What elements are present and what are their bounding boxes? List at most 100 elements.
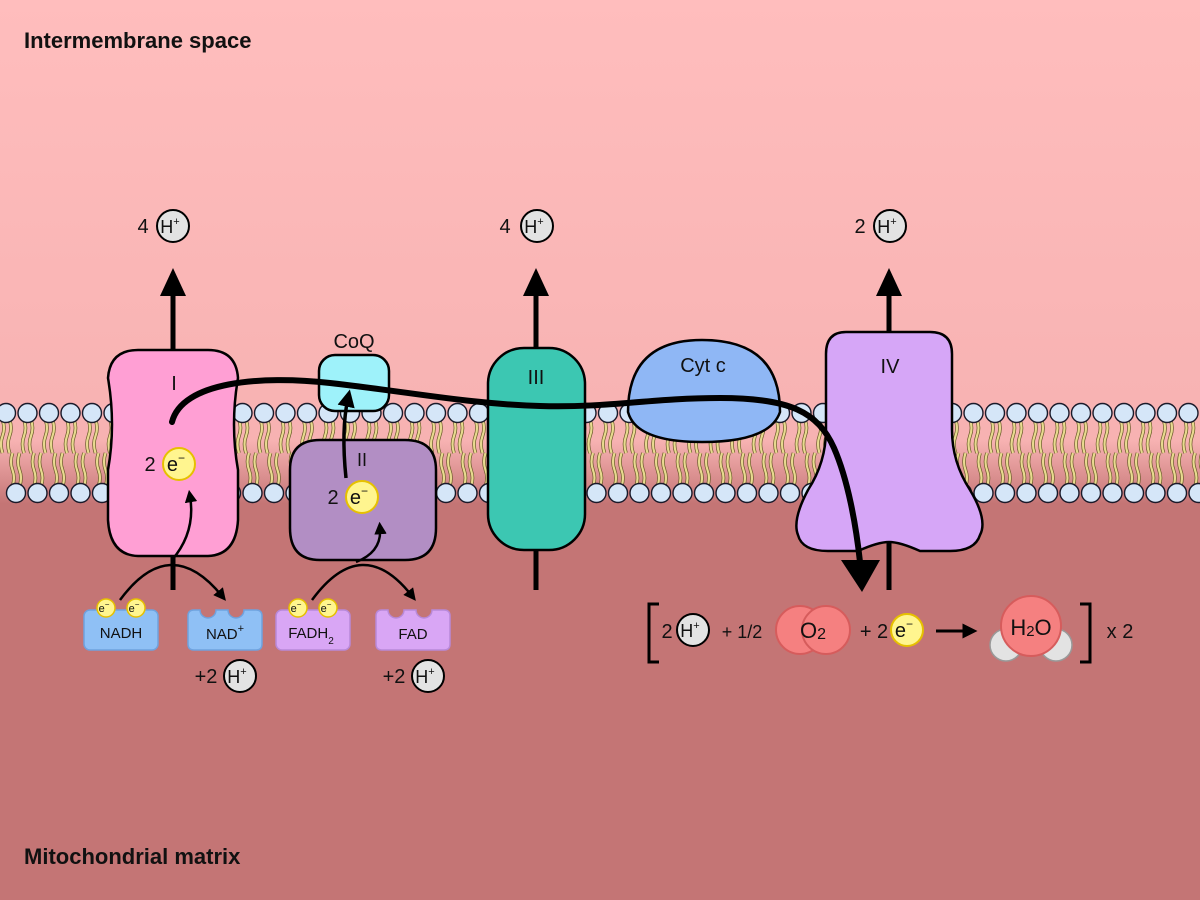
lipid-tail bbox=[71, 419, 77, 454]
lipid-tail bbox=[429, 419, 436, 454]
lipid-tail bbox=[59, 452, 66, 487]
cyt-c-body bbox=[626, 338, 782, 444]
lipid-tail bbox=[236, 419, 242, 454]
lipid-tail bbox=[81, 452, 87, 487]
lipid-tail bbox=[683, 452, 689, 487]
lipid-tail bbox=[49, 419, 56, 454]
electron-path bbox=[169, 377, 863, 565]
lipid-tail bbox=[286, 419, 292, 454]
lipid-head bbox=[1006, 402, 1027, 424]
lipid-tail bbox=[623, 419, 629, 454]
lipid-tail bbox=[253, 452, 259, 487]
lipid-head bbox=[1123, 482, 1145, 504]
fad-proton-count: +2 bbox=[383, 666, 406, 688]
svg-text:O2: O2 bbox=[800, 618, 826, 643]
lipid-head bbox=[1145, 482, 1166, 504]
svg-text:H+: H+ bbox=[227, 666, 246, 687]
lipid-tail bbox=[1139, 419, 1145, 454]
complex-i-electron: e− bbox=[162, 447, 196, 481]
lipid-tail bbox=[697, 452, 704, 487]
lipid-head bbox=[758, 482, 779, 504]
complex-iv-body bbox=[795, 330, 984, 553]
lipid-head bbox=[586, 482, 607, 504]
fad-proton-badge: H+ bbox=[411, 659, 445, 693]
lipid-head bbox=[447, 402, 468, 424]
lipid-tail bbox=[1156, 452, 1162, 487]
lipid-tail bbox=[479, 419, 486, 454]
lipid-tail bbox=[42, 419, 49, 454]
lipid-tail bbox=[482, 452, 489, 487]
lipid-head bbox=[468, 402, 490, 424]
lipid-tail bbox=[1084, 452, 1091, 487]
lipid-head bbox=[779, 482, 801, 504]
coq-arrow bbox=[337, 389, 355, 479]
fad-label: FAD bbox=[398, 626, 427, 643]
lipid-tail bbox=[654, 452, 661, 487]
lipid-head bbox=[242, 482, 263, 504]
complex-iii-label: III bbox=[528, 367, 545, 389]
lipid-head bbox=[27, 482, 48, 504]
svg-text:H+: H+ bbox=[415, 666, 434, 687]
lipid-tail bbox=[719, 452, 725, 487]
lipid-tail bbox=[28, 419, 34, 454]
reaction-plus-half: + 1/2 bbox=[722, 622, 763, 642]
nad-proton-count: +2 bbox=[195, 666, 218, 688]
lipid-tail bbox=[102, 452, 109, 487]
complex-i-proton-badge: H+ bbox=[156, 209, 190, 243]
svg-text:H+: H+ bbox=[680, 620, 699, 641]
lipid-head bbox=[425, 402, 447, 424]
lipid-tail bbox=[704, 452, 711, 487]
reaction-proton-badge: H+ bbox=[676, 613, 710, 647]
reaction-multiplier: x 2 bbox=[1107, 621, 1134, 643]
lipid-tail bbox=[1063, 452, 1069, 487]
lipid-tail bbox=[661, 452, 668, 487]
lipid-tail bbox=[974, 419, 980, 454]
lipid-tail bbox=[998, 452, 1005, 487]
complex-i-label: I bbox=[171, 373, 177, 395]
lipid-tail bbox=[31, 452, 37, 487]
lipid-tail bbox=[472, 419, 479, 454]
nadh-conversion-arrow bbox=[118, 563, 226, 601]
lipid-tail bbox=[769, 452, 775, 487]
lipid-head bbox=[435, 482, 457, 504]
lipid-tail bbox=[1048, 452, 1055, 487]
lipid-head bbox=[253, 402, 275, 424]
lipid-tail bbox=[243, 419, 249, 454]
lipid-head bbox=[1135, 402, 1156, 424]
lipid-head bbox=[736, 482, 758, 504]
reaction-bracket-right bbox=[1080, 602, 1092, 664]
lipid-head bbox=[263, 482, 285, 504]
lipid-head bbox=[715, 482, 736, 504]
lipid-tail bbox=[1038, 419, 1045, 454]
lipid-tail bbox=[6, 419, 13, 454]
fad-box bbox=[375, 609, 451, 651]
lipid-tail bbox=[21, 419, 27, 454]
complex-ii-electron-arrow bbox=[355, 521, 387, 564]
lipid-tail bbox=[726, 452, 732, 487]
lipid-tail bbox=[1005, 452, 1012, 487]
lipid-tail bbox=[611, 452, 618, 487]
lipid-tail bbox=[274, 452, 281, 487]
lipid-tail bbox=[962, 452, 969, 487]
reaction-proton-coef: 2 bbox=[661, 621, 672, 643]
lipid-tail bbox=[267, 452, 274, 487]
svg-text:H+: H+ bbox=[160, 216, 179, 237]
complex-iii-proton-badge: H+ bbox=[520, 209, 554, 243]
lipid-tail bbox=[246, 452, 252, 487]
lipid-tail bbox=[640, 452, 646, 487]
complex-ii-electron-count: 2 bbox=[327, 487, 338, 509]
fadh2-label: FADH2 bbox=[288, 625, 334, 647]
svg-text:e−: e− bbox=[129, 600, 140, 615]
reaction-electron: e− bbox=[890, 613, 924, 647]
lipid-head bbox=[973, 482, 994, 504]
nadh-electron-2: e− bbox=[126, 598, 146, 618]
complex-i-pump-arrowhead bbox=[160, 268, 186, 296]
lipid-tail bbox=[52, 452, 59, 487]
lipid-tail bbox=[1017, 419, 1023, 454]
lipid-head bbox=[5, 482, 27, 504]
complex-i-electron-count: 2 bbox=[144, 454, 155, 476]
lipid-tail bbox=[458, 419, 464, 454]
lipid-head bbox=[38, 402, 60, 424]
lipid-tail bbox=[740, 452, 747, 487]
